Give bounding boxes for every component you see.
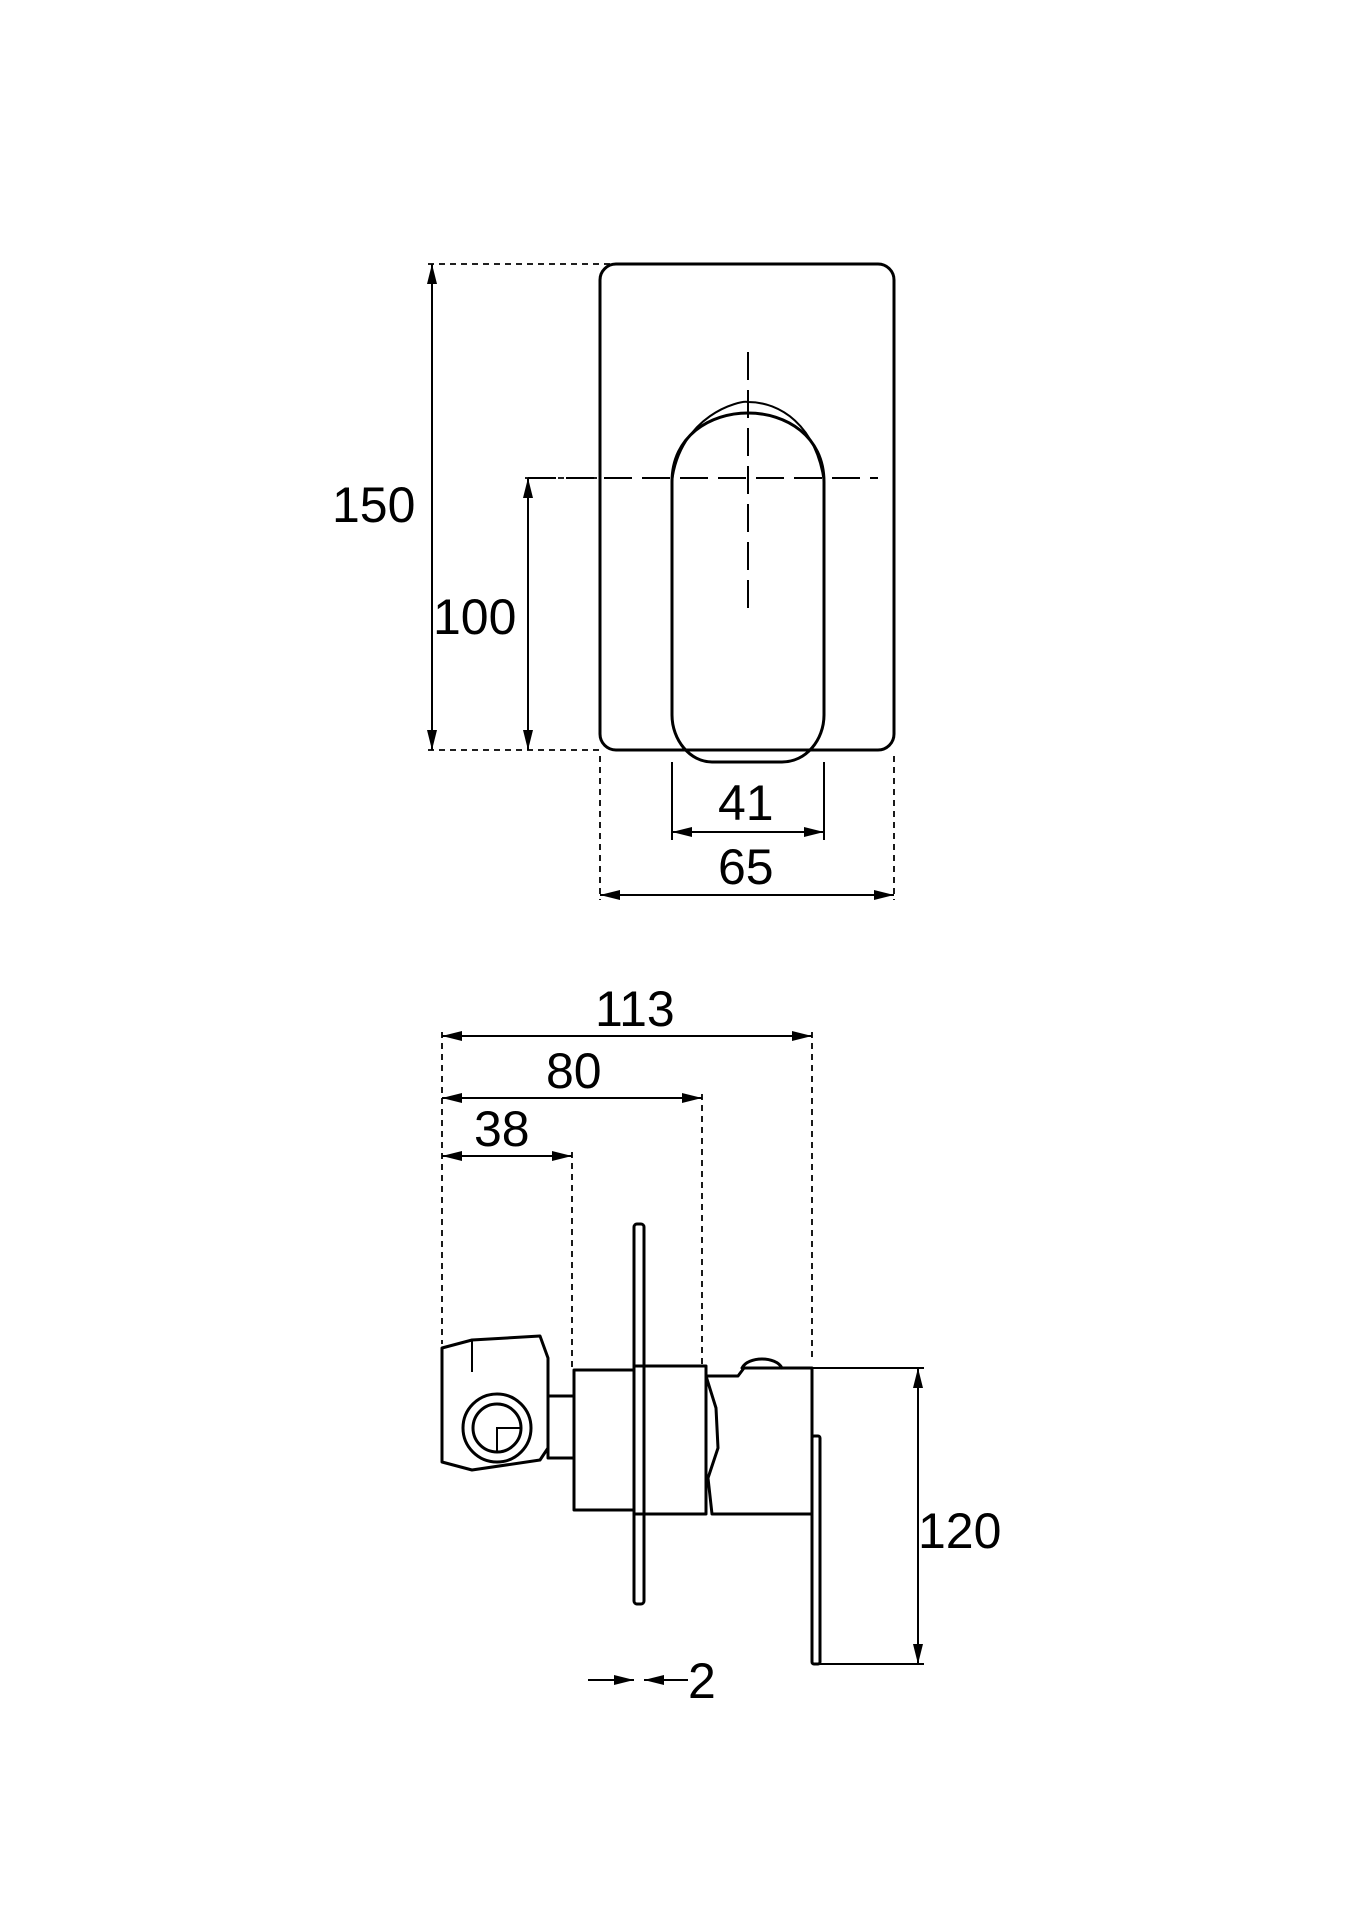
dim-label-38: 38 (474, 1101, 530, 1157)
dim-label-113: 113 (595, 981, 675, 1037)
front-view: 150 100 41 65 (332, 262, 896, 900)
lever-tip (740, 1357, 784, 1370)
cover-plate-side (632, 1222, 646, 1606)
lever-front-face (810, 1434, 822, 1666)
dim-label-2: 2 (688, 1653, 716, 1709)
inlet-ring-outer (461, 1392, 533, 1464)
dim-label-100: 100 (433, 589, 516, 645)
handle-outline (670, 411, 826, 764)
dim-label-80: 80 (546, 1043, 602, 1099)
inlet-port (496, 1427, 523, 1454)
dim-label-120: 120 (918, 1503, 1001, 1559)
dim-label-41: 41 (718, 775, 774, 831)
lever-handle (704, 1366, 814, 1516)
cartridge-body-rear (572, 1368, 636, 1512)
dim-label-150: 150 (332, 477, 415, 533)
side-view: 113 80 38 120 2 (440, 981, 1001, 1709)
dim-label-65: 65 (718, 839, 774, 895)
cover-plate (598, 262, 896, 752)
connector-neck (546, 1394, 576, 1460)
